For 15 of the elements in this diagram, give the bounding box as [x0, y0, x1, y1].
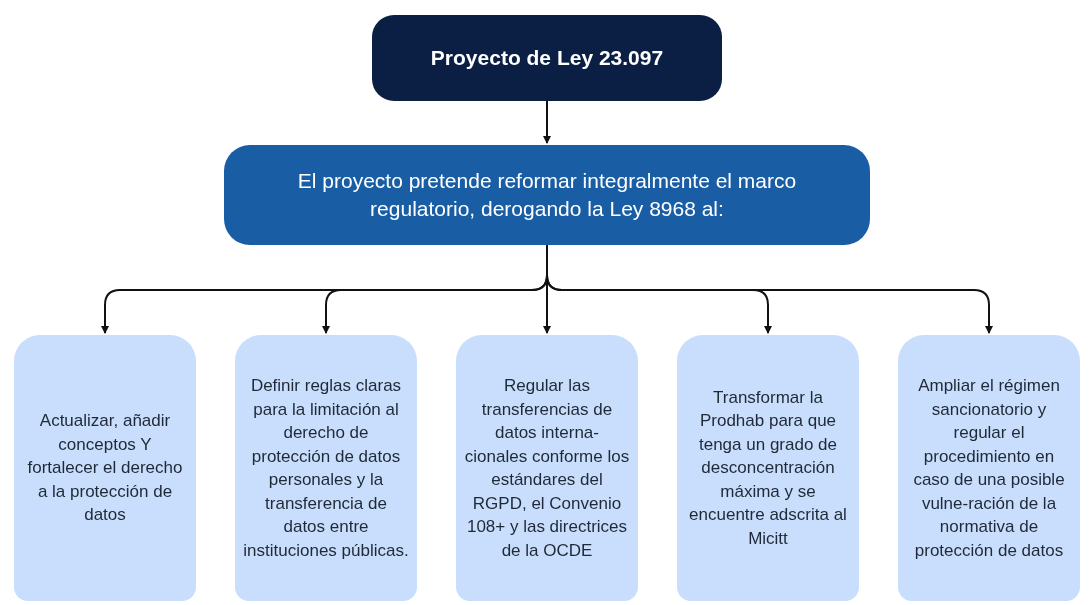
- node-text: El proyecto pretende reformar integralmente el marco regulatorio, derogando la Ley 8968 al:: [296, 168, 798, 222]
- node-text: Actualizar, añadir conceptos Y fortalecer el derecho a la protección de datos: [26, 410, 184, 527]
- title-box: [372, 15, 722, 101]
- node-text: Definir reglas claras para la limitación al derecho de protección de datos personales y la transferencia de datos entre instituciones públicas.: [243, 375, 409, 562]
- objective-box: [456, 335, 638, 601]
- objective-box: [14, 335, 196, 601]
- objective-box: [235, 335, 417, 601]
- objective-box: [898, 335, 1080, 601]
- objective-box: [677, 335, 859, 601]
- node-text: Proyecto de Ley 23.097: [430, 45, 664, 72]
- node-text: Regular las transferencias de datos interna-cionales conforme los estándares del RGPD, el Convenio 108+ y las directrices de la OCDE: [464, 375, 630, 562]
- node-text: Ampliar el régimen sancionatorio y regular el procedimiento en caso de una posible vulne-ración de la normativa de protección de datos: [912, 375, 1066, 562]
- summary-box: [224, 145, 870, 245]
- node-text: Transformar la Prodhab para que tenga un grado de desconcentración máxima y se encuentre adscrita al Micitt: [688, 386, 848, 550]
- arrow: [543, 100, 551, 144]
